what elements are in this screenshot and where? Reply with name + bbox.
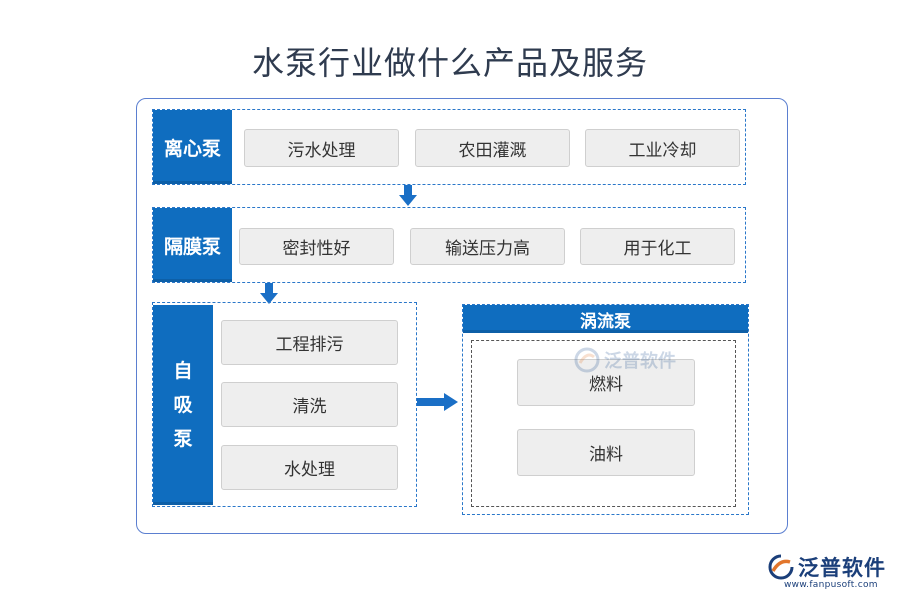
- group-self-priming: [152, 302, 417, 507]
- brand-url: www.fanpusoft.com: [784, 580, 878, 590]
- label-vortex: 涡流泵: [463, 305, 748, 333]
- brand-name: 泛普软件: [798, 556, 886, 580]
- chip-centrifugal-3: 工业冷却: [585, 129, 740, 167]
- label-centrifugal: 离心泵: [153, 110, 232, 184]
- group-centrifugal: [152, 109, 746, 185]
- vortex-inner-frame: [471, 340, 736, 507]
- group-diaphragm: [152, 207, 746, 283]
- chip-diaphragm-1: 密封性好: [239, 228, 394, 265]
- chip-centrifugal-1: 污水处理: [244, 129, 399, 167]
- page-title: 水泵行业做什么产品及服务: [251, 44, 648, 82]
- label-self-priming-char-3: 泵: [173, 428, 193, 450]
- label-self-priming-char-2: 吸: [173, 394, 193, 416]
- chip-vortex-2: 油料: [517, 429, 695, 476]
- diagram-frame: [136, 98, 788, 534]
- arrow-down-1: [399, 185, 417, 206]
- brand-logo: 泛普软件: [768, 552, 886, 582]
- chip-diaphragm-3: 用于化工: [580, 228, 735, 265]
- chip-self-priming-1: 工程排污: [221, 320, 398, 365]
- label-self-priming-char-1: 自: [173, 360, 193, 382]
- group-vortex: [462, 304, 749, 515]
- chip-self-priming-2: 清洗: [221, 382, 398, 427]
- label-diaphragm: 隔膜泵: [153, 208, 232, 282]
- label-self-priming: 自 吸 泵: [153, 305, 213, 505]
- fanpu-logo-icon: [768, 554, 794, 580]
- chip-centrifugal-2: 农田灌溉: [415, 129, 570, 167]
- chip-vortex-1: 燃料: [517, 359, 695, 406]
- arrow-right: [417, 393, 458, 411]
- chip-self-priming-3: 水处理: [221, 445, 398, 490]
- arrow-down-2: [260, 283, 278, 304]
- chip-diaphragm-2: 输送压力高: [410, 228, 565, 265]
